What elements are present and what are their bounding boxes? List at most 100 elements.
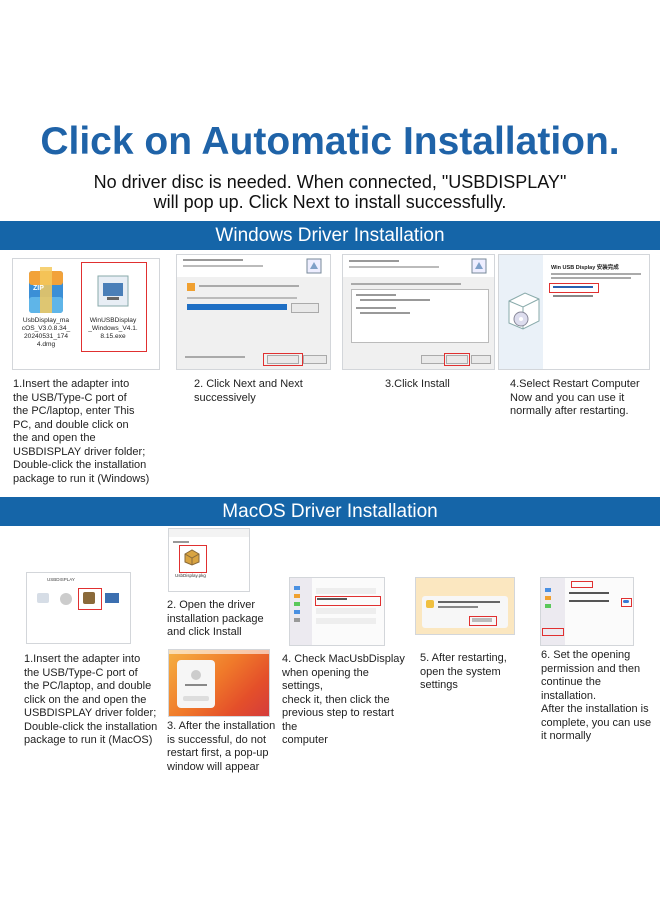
package-box-icon[interactable]: [183, 548, 201, 566]
back-button[interactable]: [421, 355, 445, 364]
step-line: 1.Insert the adapter into: [24, 653, 141, 665]
restart-later-option[interactable]: [553, 295, 593, 297]
summary-line: [360, 299, 430, 301]
exe-file-label-line: 8.15.exe: [100, 333, 126, 340]
exe-file-label-line: WinUSBDisplay: [89, 317, 137, 324]
next-button[interactable]: [267, 355, 299, 364]
open-settings-button[interactable]: [472, 618, 492, 622]
dmg-file-label[interactable]: UsbDisplay_ma cOS_V3.0.8.34_ 20240531_17…: [19, 317, 73, 349]
step-line: open the system: [420, 665, 501, 678]
install-path-field[interactable]: [187, 304, 287, 310]
settings-row[interactable]: [316, 608, 376, 614]
macusbdisplay-row[interactable]: [317, 598, 347, 600]
permission-row[interactable]: [569, 592, 609, 594]
settings-row[interactable]: [316, 588, 376, 594]
settings-row[interactable]: [316, 618, 376, 624]
install-button[interactable]: [446, 355, 468, 364]
step-line: installation package: [167, 612, 264, 625]
open-settings-highlight: [469, 616, 497, 626]
install-summary-box: [351, 289, 489, 343]
step-line: 4. Check MacUsbDisplay: [282, 653, 405, 665]
step-line: settings: [420, 679, 458, 691]
step-line: 2. Click Next and Next: [194, 378, 303, 390]
step-line: 6. Set the opening: [541, 649, 631, 661]
mac-step-4: 4. Check MacUsbDisplay when opening the …: [282, 653, 412, 748]
cancel-button[interactable]: [303, 355, 327, 364]
exe-file-label: WinUSBDisplay _Windows_V4.1. 8.15.exe: [83, 317, 143, 341]
mac-section-header: MacOS Driver Installation: [0, 497, 660, 526]
folder-icon[interactable]: [37, 593, 49, 603]
finish-dialog-title: Win USB Display 安装完成: [551, 265, 619, 271]
step-line: 2. Open the driver: [167, 599, 256, 611]
mac-restart-dialog-screenshot: [415, 577, 515, 635]
privacy-sidebar-highlight: [542, 628, 564, 636]
step-line: 3.Click Install: [385, 378, 450, 390]
step-line: previous step to restart the: [282, 707, 394, 733]
mac-step-3: 3. After the installation is successful,…: [167, 720, 285, 774]
step-line: normally after restarting.: [510, 405, 629, 417]
sidebar-icon: [294, 618, 300, 622]
finder-toolbar: [31, 576, 126, 585]
pkg-file-highlight: [78, 588, 102, 610]
step-line: the and open the: [13, 432, 96, 444]
summary-line: [360, 312, 410, 314]
restart-now-option[interactable]: [553, 286, 593, 288]
step-line: the USB/Type-C port of: [13, 391, 127, 404]
mac-permission-screenshot: [540, 577, 634, 646]
step-line: continue the installation.: [541, 676, 601, 702]
exe-file-highlight[interactable]: [81, 262, 147, 352]
step-line: After the installation is: [541, 703, 649, 715]
step-line: the PC/laptop, enter This: [13, 405, 135, 417]
step-line: and click Install: [167, 626, 242, 638]
dialog-message: [438, 606, 478, 608]
box-and-disc-icon: [508, 292, 540, 330]
subtitle-line-1: No driver disc is needed. When connected…: [93, 172, 567, 192]
sidebar-icon: [545, 588, 551, 592]
step-line: 1.Insert the adapter into: [13, 378, 130, 390]
dialog-desc-text: [351, 283, 461, 285]
sidebar-icon: [294, 586, 300, 590]
step-line: complete, you can use: [541, 716, 652, 729]
screen-recording-highlight: [571, 581, 593, 588]
step-line: package to run it (MacOS): [24, 734, 153, 746]
windows-installer-wizard-screenshot: [176, 254, 331, 370]
step-line: click on the and open the: [24, 693, 147, 706]
installer-text: [185, 684, 207, 686]
sidebar-icon: [294, 610, 300, 614]
sidebar-icon: [545, 596, 551, 600]
pkg-file-name: UsbDisplay.pkg: [175, 573, 206, 578]
installer-logo-icon: [471, 258, 487, 274]
toggle-highlight: [621, 598, 632, 607]
installer-button[interactable]: [183, 696, 209, 701]
cancel-button[interactable]: [471, 355, 491, 364]
step-line: Double-click the installation: [13, 459, 147, 471]
sidebar-icon: [294, 602, 300, 606]
exe-file-icon[interactable]: [105, 593, 119, 603]
installer-logo-icon: [306, 258, 322, 274]
finder-sidebar-label: [173, 541, 189, 543]
step-line: 5. After restarting,: [420, 652, 507, 664]
browse-button[interactable]: [291, 303, 319, 313]
permission-toggle[interactable]: [623, 600, 629, 603]
dmg-file-label-line: UsbDisplay_ma: [22, 317, 70, 324]
pkg-file-icon[interactable]: [83, 592, 95, 604]
step-line: restart first, a pop-up: [167, 747, 269, 759]
mac-settings-screenshot: [289, 577, 385, 646]
sidebar-icon: [545, 604, 551, 608]
step-line: the PC/laptop, and double: [24, 680, 152, 692]
exe-file-label-line: _Windows_V4.1.: [88, 325, 138, 332]
permission-row[interactable]: [569, 600, 609, 602]
windows-section-header: Windows Driver Installation: [0, 221, 660, 250]
windows-install-dialog-screenshot: [342, 254, 495, 370]
summary-line: [356, 307, 396, 309]
wizard-title-text: [183, 259, 243, 261]
disk-icon[interactable]: [60, 593, 72, 605]
windows-finish-dialog-screenshot: Win USB Display 安装完成: [498, 254, 650, 370]
mac-step-5: 5. After restarting, open the system set…: [420, 652, 530, 693]
step-line: when opening the settings,: [282, 666, 369, 693]
wizard-info-icon: [187, 283, 195, 291]
restart-now-highlight: [549, 283, 599, 293]
installer-icon: [191, 670, 201, 680]
wizard-desc-text: [187, 297, 297, 299]
step-line: Double-click the installation: [24, 720, 158, 733]
